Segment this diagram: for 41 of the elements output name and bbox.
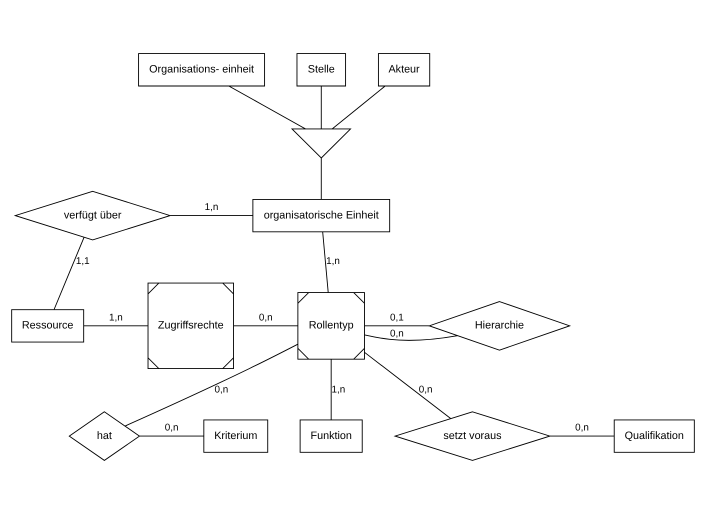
node-box: Akteur bbox=[378, 53, 430, 86]
connector bbox=[54, 236, 84, 310]
edge-label: 0,n bbox=[575, 422, 589, 434]
edge-label: 1,n bbox=[204, 202, 218, 214]
connector bbox=[228, 86, 306, 130]
connector bbox=[320, 86, 322, 130]
node-box: Ressource bbox=[11, 309, 84, 342]
node-box: Qualifikation bbox=[614, 419, 695, 453]
node-box: Kriterium bbox=[203, 419, 268, 453]
node-box: Organisations- einheit bbox=[138, 53, 266, 86]
node-triangle bbox=[290, 128, 352, 159]
node-diamond: setzt voraus bbox=[394, 411, 552, 461]
connector bbox=[322, 231, 329, 293]
node-box: Funktion bbox=[300, 419, 363, 453]
edge-label: 1,n bbox=[326, 256, 340, 268]
connector bbox=[332, 86, 386, 130]
edge-label: 1,n bbox=[108, 312, 123, 324]
edge-label: 1,n bbox=[332, 384, 346, 396]
node-box: organisatorische Einheit bbox=[252, 198, 390, 232]
connector bbox=[124, 344, 298, 426]
edge-label: 0,n bbox=[418, 384, 433, 396]
connector bbox=[83, 325, 148, 326]
connector bbox=[170, 215, 254, 216]
connector bbox=[550, 436, 614, 437]
edge-label: 0,n bbox=[258, 312, 273, 324]
connector bbox=[330, 358, 332, 420]
connector bbox=[364, 334, 458, 341]
edge-label: 0,n bbox=[390, 328, 404, 340]
connector bbox=[233, 325, 298, 326]
connector bbox=[320, 158, 322, 200]
node-box: Stelle bbox=[296, 53, 346, 86]
edge-label: 1,1 bbox=[76, 256, 90, 268]
connector bbox=[364, 352, 452, 419]
node-diamond: hat bbox=[68, 411, 140, 461]
node-diamond: Hierarchie bbox=[428, 301, 572, 351]
edge-label: 0,n bbox=[164, 422, 179, 434]
node-diamond: verfügt über bbox=[14, 190, 172, 240]
edge-label: 0,1 bbox=[390, 312, 404, 324]
connector bbox=[139, 436, 204, 437]
connector bbox=[364, 325, 430, 326]
edge-label: 0,n bbox=[214, 384, 228, 396]
